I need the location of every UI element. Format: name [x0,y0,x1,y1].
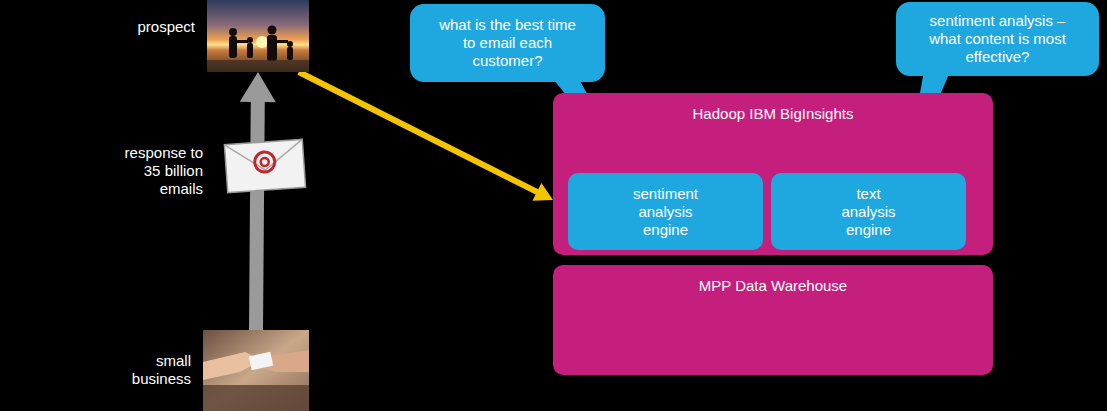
engine-box: text analysis engine [771,173,966,250]
arrow-label: response to 35 billion emails [117,143,205,199]
node-text: sentiment analysis – what content is mos… [929,12,1067,66]
photo-frame: prospect [207,0,309,72]
node-text: Hadoop IBM BigInsights [693,105,854,123]
callout-bubble: sentiment analysis – what content is mos… [896,2,1099,76]
node-text: MPP Data Warehouse [699,277,847,295]
photo-frame: small business [203,330,309,411]
engine-box: sentiment analysis engine [568,173,763,250]
warehouse-box: MPP Data Warehouse [553,265,993,375]
photo-label: prospect [115,18,195,36]
node-text: sentiment analysis engine [628,185,703,239]
flow-arrow [297,69,553,200]
node-text: what is the best time to email each cust… [437,16,579,70]
family-photo [207,0,309,72]
node-text: text analysis engine [831,185,906,239]
cluster-box: Hadoop IBM BigInsights sentiment analysis… [553,93,993,255]
handshake-photo [203,330,309,411]
callout-bubble: what is the best time to email each cust… [410,4,605,82]
email-envelope [224,139,305,192]
photo-label: small business [121,352,191,388]
flow-arrow [240,72,276,330]
